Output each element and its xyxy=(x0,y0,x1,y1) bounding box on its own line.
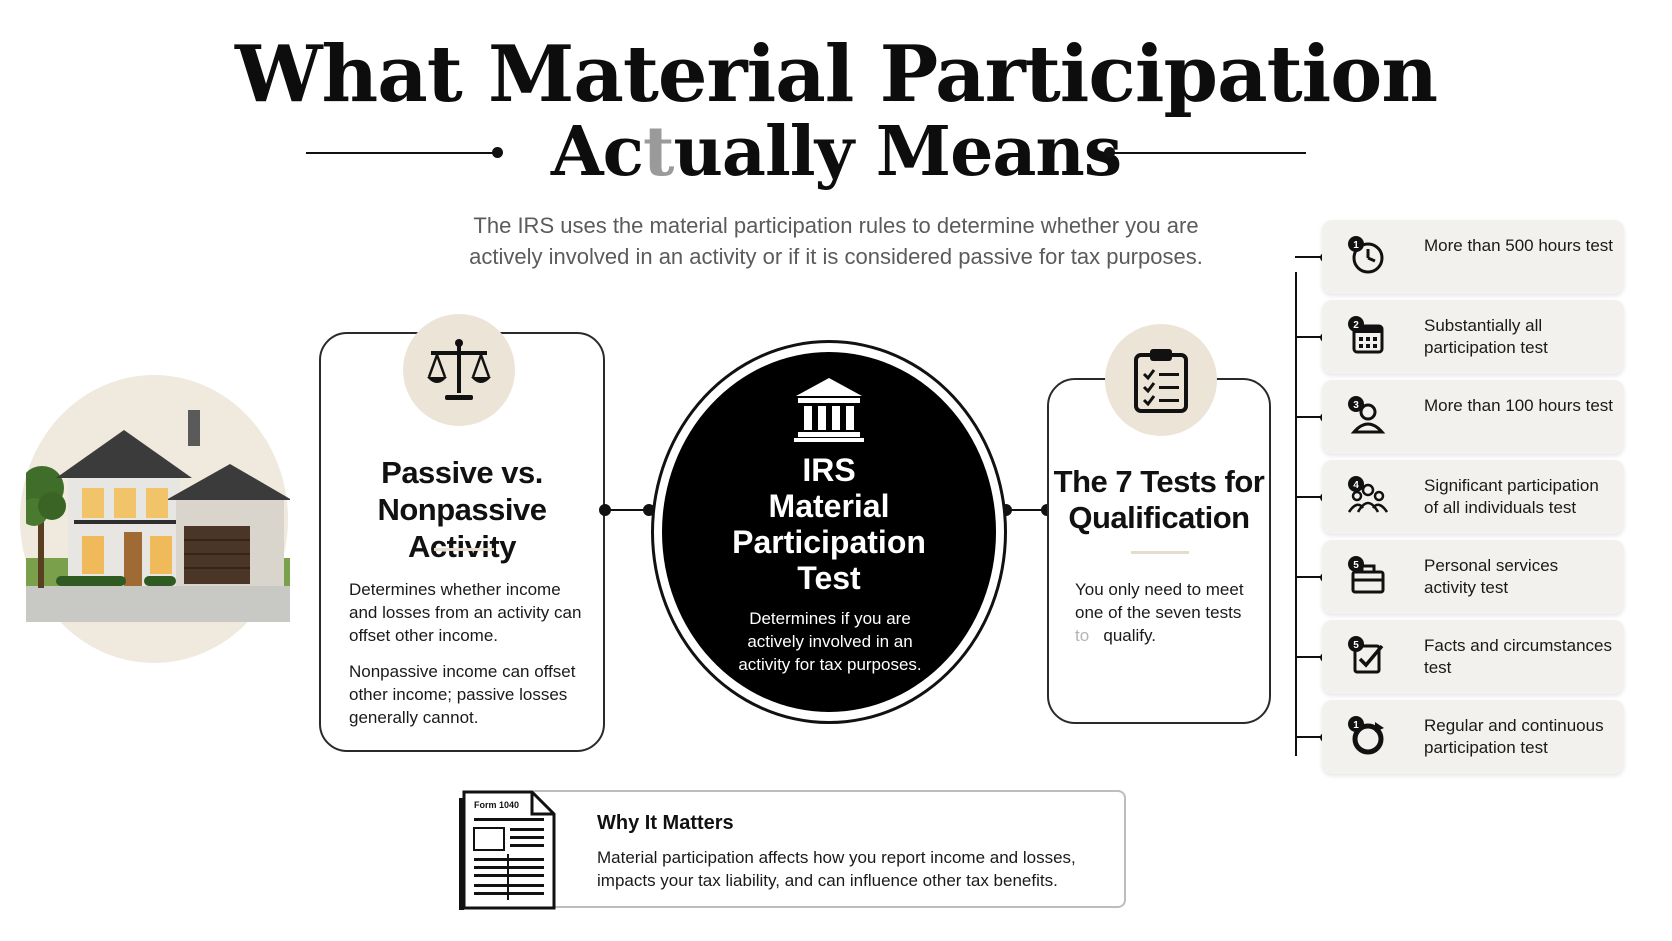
tests-bracket-branch xyxy=(1295,736,1331,738)
passive-card-divider xyxy=(434,548,494,551)
group-icon: 4 xyxy=(1348,476,1388,513)
test-number-badge: 1 xyxy=(1353,240,1359,251)
title-letter-a: A xyxy=(550,112,604,192)
tests-card-heading-line-2: Qualification xyxy=(1068,500,1250,535)
title-rest: ually Means xyxy=(673,112,1122,192)
passive-card-paragraph-2: Nonpassive income can offset other incom… xyxy=(349,662,576,727)
test-item: 1 More than 500 hours test xyxy=(1322,220,1624,294)
test-label: More than 500 hours test xyxy=(1424,236,1614,255)
checkbox-icon: 5 xyxy=(1348,636,1384,674)
tests-card-body-main: You only need to meet one of the seven t… xyxy=(1075,580,1244,622)
tests-card-body: You only need to meet one of the seven t… xyxy=(1075,578,1255,647)
tests-bracket-line xyxy=(1295,272,1297,756)
title-letter-c: c xyxy=(602,112,644,192)
connector-left xyxy=(605,509,651,511)
why-it-matters-text: Material participation affects how you r… xyxy=(597,848,1076,890)
subtitle: The IRS uses the material participation … xyxy=(386,210,1286,272)
test-number-badge: 5 xyxy=(1353,640,1359,651)
why-it-matters-title: Why It Matters xyxy=(597,812,734,834)
briefcase-icon: 5 xyxy=(1348,556,1385,594)
tests-card-heading: The 7 Tests for Qualification xyxy=(1049,464,1269,536)
clipboard-checklist-icon xyxy=(1134,349,1188,413)
scales-of-justice-icon xyxy=(427,339,491,400)
test-item: 3 More than 100 hours test xyxy=(1322,380,1624,454)
tests-bracket-branch xyxy=(1295,496,1331,498)
center-title: IRS Material Participation Test xyxy=(662,452,996,596)
test-number-badge: 5 xyxy=(1353,560,1359,571)
center-disc xyxy=(662,352,996,712)
tests-card-body-end: qualify. xyxy=(1103,626,1156,645)
connector-left-node-1 xyxy=(599,504,611,516)
form-1040-icon: Form 1040 xyxy=(459,790,556,910)
test-item: 5 Facts and circumstances test xyxy=(1322,620,1624,694)
test-label: Personal services activity test xyxy=(1424,556,1559,597)
center-description: Determines if you are actively involved … xyxy=(738,609,922,674)
test-number-badge: 4 xyxy=(1353,480,1359,491)
clipboard-icon-disc xyxy=(1105,324,1217,436)
center-title-line-4: Test xyxy=(797,560,861,596)
scales-icon-disc xyxy=(403,314,515,426)
tests-bracket-branch xyxy=(1295,256,1331,258)
test-item: 1 Regular and continuous participation te… xyxy=(1322,700,1624,774)
cycle-icon: 1 xyxy=(1348,716,1384,755)
center-title-line-2: Material xyxy=(768,488,890,524)
test-number-badge: 1 xyxy=(1353,720,1359,731)
tests-bracket-branch xyxy=(1295,656,1331,658)
clock-icon: 1 xyxy=(1348,236,1384,274)
seven-tests-card: The 7 Tests for Qualification You only n… xyxy=(1047,378,1271,724)
tests-card-body-faint: to xyxy=(1075,626,1090,645)
house-illustration xyxy=(26,410,290,622)
connector-right xyxy=(1007,509,1047,511)
subtitle-line-1: The IRS uses the material participation … xyxy=(473,213,1199,238)
calendar-icon: 2 xyxy=(1348,316,1384,354)
subtitle-line-2: actively involved in an activity or if i… xyxy=(469,244,1203,269)
test-item: 4 Significant participation of all indivi… xyxy=(1322,460,1624,534)
tests-bracket-branch xyxy=(1295,336,1331,338)
bank-building-icon xyxy=(794,378,864,442)
title-divider-right-dot xyxy=(1104,147,1115,158)
passive-card-paragraph-1: Determines whether income and losses fro… xyxy=(349,580,582,645)
test-label: Facts and circumstances test xyxy=(1424,636,1613,677)
test-item: 2 Substantially all participation test xyxy=(1322,300,1624,374)
test-label: Significant participation of all individ… xyxy=(1424,476,1599,517)
test-number-badge: 2 xyxy=(1353,320,1359,331)
form-label: Form 1040 xyxy=(474,800,519,810)
tests-bracket-branch xyxy=(1295,416,1331,418)
passive-card-heading: Passive vs. Nonpassive Activity xyxy=(321,454,603,565)
test-label: Regular and continuous participation tes… xyxy=(1424,716,1604,757)
title-letter-t: t xyxy=(643,112,674,192)
tests-card-heading-line-1: The 7 Tests for xyxy=(1053,464,1265,499)
page-title-line-2: Actually Means xyxy=(0,112,1672,192)
title-divider-left-dot xyxy=(492,147,503,158)
title-divider-left xyxy=(306,152,498,154)
passive-card-heading-line-1: Passive vs. xyxy=(381,455,543,490)
title-divider-right xyxy=(1110,152,1306,154)
center-title-line-1: IRS xyxy=(802,452,856,488)
center-title-line-3: Participation xyxy=(732,524,926,560)
why-it-matters-box: Why It Matters Material participation af… xyxy=(528,790,1126,908)
tests-bracket-branch xyxy=(1295,576,1331,578)
passive-card-heading-line-2: Nonpassive Activity xyxy=(377,492,547,564)
person-icon: 3 xyxy=(1348,396,1386,434)
tests-card-divider xyxy=(1131,551,1189,554)
page-title-line-1: What Material Participation xyxy=(234,29,1438,120)
test-label: More than 100 hours test xyxy=(1424,396,1614,415)
test-number-badge: 3 xyxy=(1353,400,1359,411)
test-label: Substantially all participation test xyxy=(1424,316,1548,357)
test-item: 5 Personal services activity test xyxy=(1322,540,1624,614)
